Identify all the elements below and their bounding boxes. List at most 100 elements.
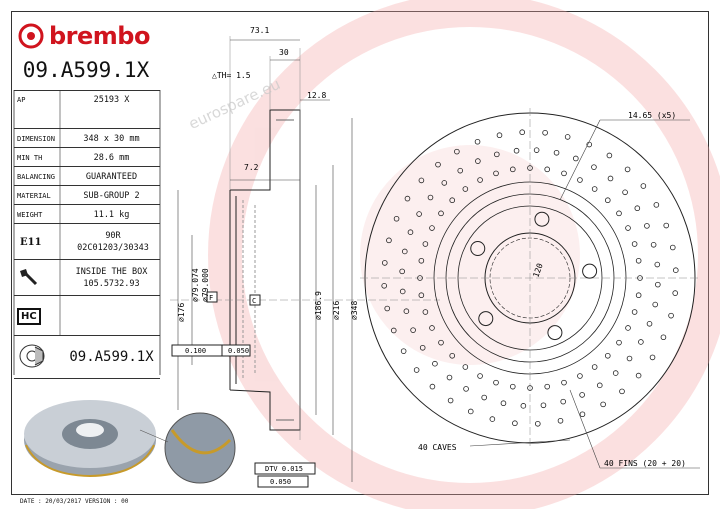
- bolt-hole: [547, 325, 563, 341]
- drill-hole: [625, 325, 631, 331]
- inside-box-line2: 105.5732.93: [83, 279, 140, 289]
- drill-hole: [635, 372, 642, 379]
- drill-hole: [447, 397, 454, 404]
- drill-hole: [400, 348, 407, 354]
- drill-hole: [616, 210, 622, 217]
- drill-hole: [410, 327, 416, 333]
- drill-hole: [604, 352, 611, 359]
- drill-hole: [407, 229, 414, 235]
- spec-label: DIMENSION: [17, 134, 55, 143]
- drill-hole: [422, 241, 429, 247]
- drill-hole: [669, 244, 676, 251]
- spec-value: GUARANTEED: [85, 171, 138, 182]
- drill-hole: [660, 334, 667, 341]
- drill-hole: [418, 257, 425, 264]
- drill-hole: [560, 398, 566, 405]
- drill-hole: [381, 282, 388, 289]
- brembo-logo-icon: [18, 23, 44, 49]
- hc-mark-icon: HC: [14, 307, 63, 325]
- drill-hole: [604, 197, 611, 204]
- drill-hole: [616, 339, 622, 346]
- spec-value: 28.6 mm: [93, 152, 130, 163]
- drill-hole: [449, 352, 456, 359]
- bolt-hole: [582, 263, 598, 279]
- drill-hole: [577, 373, 583, 379]
- drill-hole: [557, 417, 564, 424]
- drill-hole: [626, 355, 633, 362]
- spec-label: MIN TH: [17, 153, 43, 162]
- dim-thickness: 30: [279, 48, 289, 57]
- drill-hole: [441, 180, 448, 186]
- footer-date-version: DATE : 20/03/2017 VERSION : 00: [20, 498, 129, 505]
- spec-value: 25193 X: [93, 95, 130, 105]
- spec-value: 11.1 kg: [93, 209, 130, 220]
- drill-hole: [393, 215, 400, 222]
- drill-hole: [596, 382, 603, 389]
- inside-box-text: INSIDE THE BOX 105.5732.93: [63, 266, 160, 290]
- bolt-holes: [470, 211, 598, 341]
- drill-hole: [427, 194, 434, 201]
- drill-hole: [622, 189, 628, 196]
- drill-hole: [381, 260, 388, 266]
- drill-hole: [463, 386, 469, 392]
- brand-name: brembo: [49, 22, 150, 50]
- spec-row-material: MATERIAL SUB-GROUP 2: [14, 185, 160, 205]
- drill-hole: [624, 166, 631, 173]
- drill-hole: [540, 402, 547, 409]
- drill-hole: [653, 202, 660, 208]
- drill-hole: [579, 392, 585, 398]
- bolt-hole: [534, 211, 550, 227]
- drill-hole: [446, 374, 453, 381]
- drill-hole: [579, 411, 586, 418]
- drill-hole: [493, 170, 499, 177]
- drill-hole: [652, 301, 659, 308]
- drill-hole: [467, 408, 474, 415]
- watermark-logo-icon: [208, 0, 720, 509]
- drill-hole: [591, 164, 597, 170]
- dim-holes: 14.65 (x5): [628, 111, 676, 120]
- drill-hole: [509, 383, 516, 390]
- e11-mark-icon: E11: [20, 236, 42, 248]
- drill-hole: [663, 222, 670, 229]
- bolt-hole: [478, 311, 494, 327]
- drill-hole: [640, 183, 647, 189]
- drill-hole: [573, 155, 579, 162]
- tol-parallel: 0.050: [270, 478, 291, 486]
- drill-hole: [631, 309, 638, 315]
- drill-hole: [650, 242, 657, 248]
- drill-hole: [429, 383, 436, 390]
- drill-hole: [544, 383, 551, 390]
- drill-hole: [401, 248, 408, 255]
- spec-row-min-th: MIN TH 28.6 mm: [14, 147, 160, 167]
- datum-c: C: [252, 297, 256, 305]
- drill-hole: [399, 268, 405, 275]
- drill-hole: [462, 186, 469, 192]
- drill-hole: [418, 177, 425, 184]
- drill-hole: [527, 165, 533, 171]
- dim-d176: ⌀176: [177, 303, 186, 322]
- part-thumb-row: 09.A599.1X: [14, 335, 160, 379]
- drill-hole: [534, 420, 541, 427]
- spec-row-ap: AP 25193 X: [14, 90, 160, 109]
- spec-value: SUB-GROUP 2: [83, 190, 140, 201]
- drill-hole: [413, 367, 420, 373]
- drill-hole: [386, 237, 392, 244]
- homologation-text: 90R 02C01203/30343: [66, 230, 160, 254]
- drill-hole: [403, 308, 410, 314]
- drill-hole: [494, 151, 500, 158]
- drill-hole: [477, 177, 483, 183]
- drill-hole: [435, 161, 441, 168]
- spec-row-weight: WEIGHT 11.1 kg: [14, 204, 160, 224]
- drill-hole: [561, 379, 567, 386]
- inside-box-row: INSIDE THE BOX 105.5732.93: [14, 259, 160, 296]
- drill-hole: [553, 149, 560, 156]
- drill-hole: [644, 223, 650, 229]
- drill-hole: [462, 364, 469, 370]
- dim-d186-9: ⌀186.9: [314, 291, 323, 320]
- drill-hole: [654, 261, 661, 268]
- drill-hole: [513, 147, 520, 154]
- drill-hole: [475, 158, 481, 164]
- drill-hole: [432, 360, 438, 367]
- hc-mark: HC: [17, 307, 41, 325]
- drill-hole: [649, 354, 656, 361]
